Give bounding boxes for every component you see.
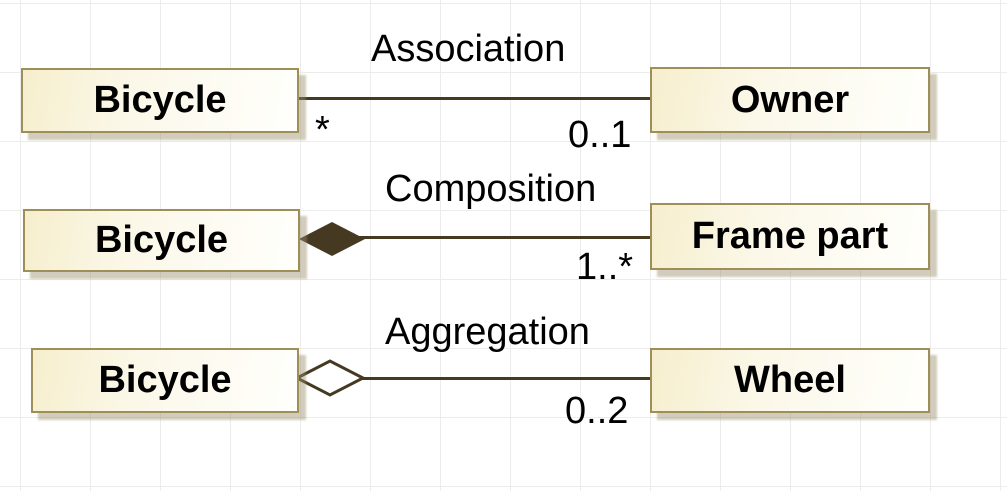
association-mult-left[interactable]: *	[315, 109, 330, 151]
class-box-bicycle-aggregation[interactable]: Bicycle	[31, 348, 299, 413]
class-name: Bicycle	[98, 359, 232, 401]
aggregation-mult-right[interactable]: 0..2	[565, 390, 629, 432]
association-label[interactable]: Association	[371, 28, 566, 70]
class-name: Frame part	[691, 215, 889, 257]
aggregation-hollow-diamond-icon[interactable]	[294, 358, 366, 399]
class-box-wheel[interactable]: Wheel	[650, 348, 930, 413]
aggregation-label[interactable]: Aggregation	[385, 311, 590, 353]
class-name: Bicycle	[94, 219, 229, 261]
class-name: Wheel	[734, 359, 846, 401]
composition-label[interactable]: Composition	[385, 168, 597, 210]
class-box-owner[interactable]: Owner	[650, 67, 930, 133]
association-line[interactable]	[299, 97, 651, 100]
composition-filled-diamond-icon[interactable]	[298, 221, 366, 257]
association-mult-right[interactable]: 0..1	[568, 114, 632, 156]
class-name: Bicycle	[93, 79, 227, 121]
class-box-frame-part[interactable]: Frame part	[650, 203, 930, 270]
aggregation-line[interactable]	[360, 377, 651, 380]
class-name: Owner	[730, 78, 850, 121]
class-box-bicycle-composition[interactable]: Bicycle	[23, 209, 300, 272]
composition-mult-right[interactable]: 1..*	[576, 246, 634, 288]
composition-line[interactable]	[358, 236, 651, 239]
class-box-bicycle-association[interactable]: Bicycle	[21, 68, 299, 133]
